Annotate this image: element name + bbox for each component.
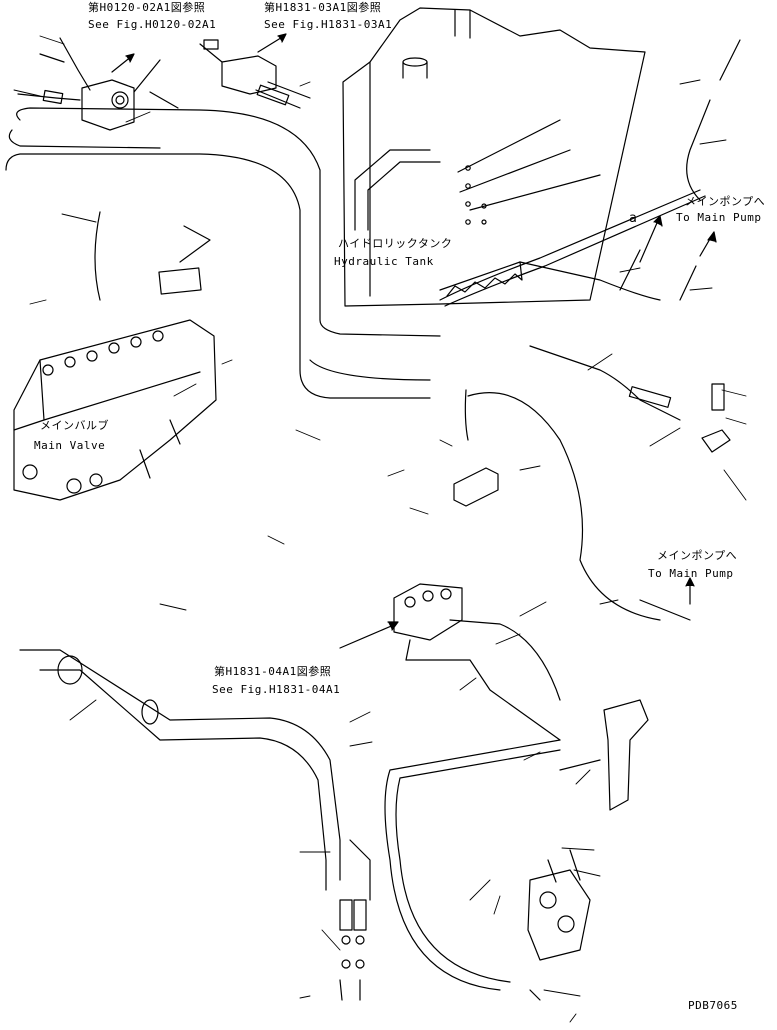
main-valve-label-jp: メインバルブ xyxy=(40,419,109,432)
tank-return-hoses xyxy=(5,107,706,399)
main-valve-label-en: Main Valve xyxy=(34,439,106,452)
drawing-number: PDB7065 xyxy=(688,999,738,1012)
reference-h1831-03-en: See Fig.H1831-03A1 xyxy=(264,18,393,31)
hydraulic-tank-label-en: Hydraulic Tank xyxy=(334,255,434,268)
main-pump-label-top-jp: メインポンプへ xyxy=(685,195,766,208)
hydraulic-tank-label-jp: ハイドロリックタンク xyxy=(338,237,453,250)
reference-valve-h1831-03 xyxy=(199,39,311,109)
callout-a: a xyxy=(629,211,638,226)
reference-h1831-03-jp: 第H1831-03A1図参照 xyxy=(264,1,382,14)
junction-block xyxy=(453,389,661,621)
reference-h1831-04-jp: 第H1831-04A1図参照 xyxy=(214,665,332,678)
callout-leader-lines xyxy=(13,35,747,1023)
reference-h0120-en: See Fig.H0120-02A1 xyxy=(88,18,217,31)
lower-left-hoses xyxy=(19,649,371,1001)
reference-valve-h0120 xyxy=(17,37,179,131)
right-pilot-hose xyxy=(529,345,731,453)
main-pump-label-top-en: To Main Pump xyxy=(676,211,762,224)
main-valve xyxy=(13,211,217,501)
reference-h0120-jp: 第H0120-02A1図参照 xyxy=(88,1,206,14)
main-pump-label-mid-en: To Main Pump xyxy=(648,567,734,580)
hoses-to-main-pump xyxy=(619,39,741,621)
reference-arrows xyxy=(111,33,399,649)
hydraulic-tank xyxy=(342,7,646,307)
main-pump-label-mid-jp: メインポンプへ xyxy=(657,549,738,562)
reference-h1831-04-en: See Fig.H1831-04A1 xyxy=(212,683,341,696)
ppc-valve-assembly xyxy=(384,699,649,1001)
pilot-control-valve xyxy=(393,583,561,741)
